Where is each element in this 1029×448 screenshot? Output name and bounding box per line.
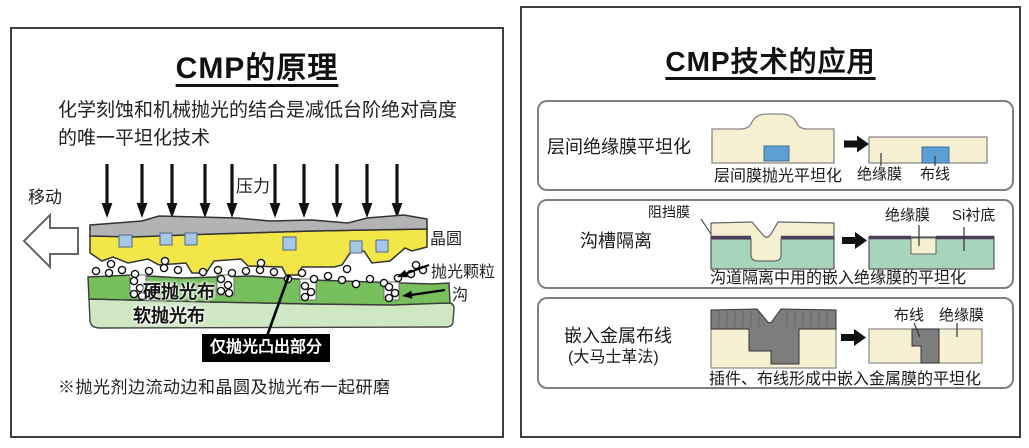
damascene-diagram [710,308,983,369]
row-name-trench: 沟槽隔离 [580,231,652,251]
particle-pointer-arrow [397,263,430,278]
process-right-arrow-icon [842,232,867,249]
application-row-ild: 层间绝缘膜平坦化 层间膜抛光平坦化 绝缘膜 布线 [537,100,1014,191]
wafer-dielectric-layer [89,228,428,276]
trench-before [700,218,835,270]
row-caption-damascene: 插件、布线形成中嵌入金属膜的平坦化 [709,371,982,388]
ild-after [868,136,988,166]
wafer-label: 晶圆 [430,231,463,248]
process-right-arrow-icon [844,135,869,153]
particle-label: 抛光颗粒 [431,264,496,281]
process-right-arrow-icon [841,329,866,346]
pressure-down-arrows-icon [105,164,399,204]
cmp-applications-panel: CMP技术的应用 层间绝缘膜平坦化 层间膜抛光平坦化 绝缘膜 布线 [520,6,1021,438]
label-wiring: 布线 [920,166,951,183]
label-insulator: 绝缘膜 [857,166,903,183]
cmp-principle-panel: CMP的原理 化学刻蚀和机械抛光的结合是减低台阶绝对高度 的唯一平坦化技术 [10,27,504,438]
wafer-features [118,232,389,254]
label-insulator: 绝缘膜 [939,307,985,324]
application-row-trench: 沟槽隔离 阻挡膜 沟道隔离中用的嵌入绝缘膜的平坦化 绝缘膜 Si衬底 [537,199,1014,289]
label-insulator: 绝缘膜 [885,207,931,224]
description-line-2: 的唯一平坦化技术 [58,128,211,149]
ild-diagram [711,113,988,166]
row-caption-trench: 沟道隔离中用的嵌入绝缘膜的平坦化 [710,270,967,287]
groove-pointer-arrow [402,288,446,299]
damascene-after [868,322,983,364]
move-left-arrow-icon [22,212,79,270]
hard-pad-label: 硬抛光布 [143,282,215,302]
pressure-label: 压力 [236,177,270,196]
ild-before [711,113,835,164]
description-line-1: 化学刻蚀和机械抛光的结合是减低台阶绝对高度 [58,100,458,121]
row-name-damascene-sub: (大马士革法) [568,349,659,366]
right-panel-title: CMP技术的应用 [665,46,876,77]
move-label: 移动 [28,188,62,207]
cmp-principle-diagram [22,164,455,337]
soft-polish-pad [88,298,455,329]
left-panel-title: CMP的原理 [175,52,339,85]
application-row-damascene: 嵌入金属布线 (大马士革法) 插件、布线形成中嵌入金属膜的平坦化 布线 绝缘膜 [537,297,1014,389]
label-si-substrate: Si衬底 [952,207,996,224]
label-wiring: 布线 [894,307,925,324]
polish-callout-badge: 仅抛光凸出部分 [202,334,330,362]
groove-label: 沟 [452,287,469,304]
row-name-ild: 层间绝缘膜平坦化 [547,137,691,157]
slurry-footnote: ※抛光剂边流动边和晶圆及抛光布一起研磨 [58,378,391,397]
row-name-damascene: 嵌入金属布线 [564,326,672,346]
soft-pad-label: 软抛光布 [133,306,205,326]
row-caption-ild: 层间膜抛光平坦化 [714,168,843,185]
principle-description: 化学刻蚀和机械抛光的结合是减低台阶绝对高度 的唯一平坦化技术 [58,97,457,153]
damascene-before [710,308,837,369]
callout-connector-line [265,274,291,337]
label-barrier-film: 阻挡膜 [648,204,690,220]
polishing-particles [91,256,428,303]
pressure-arrowheads [101,203,403,218]
trench-after [868,225,995,270]
trench-diagram [700,218,995,270]
